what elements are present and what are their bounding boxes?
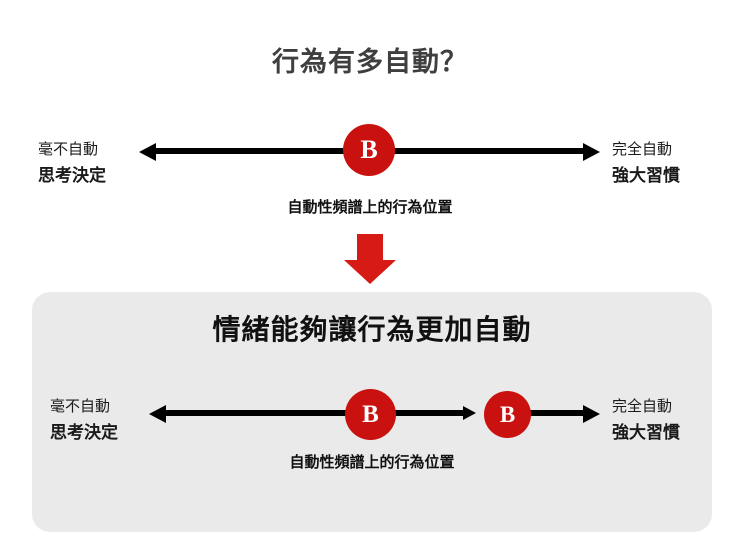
bottom-behavior-node-2-label: B (499, 402, 516, 427)
top-left-end-label: 毫不自動 思考決定 (38, 141, 106, 185)
emotion-panel-heading: 情緒能夠讓行為更加自動 (212, 313, 532, 346)
bottom-left-label-primary: 毫不自動 (50, 397, 111, 415)
bottom-right-label-secondary: 強大習慣 (612, 422, 680, 443)
top-spectrum: 毫不自動 思考決定 完全自動 強大習慣 B 自動性頻譜上的行為位置 (0, 0, 740, 225)
bottom-behavior-node-1[interactable]: B (345, 389, 396, 440)
top-axis-left-arrowhead (139, 143, 156, 161)
bottom-left-label-secondary: 思考決定 (50, 422, 118, 443)
top-spectrum-caption: 自動性頻譜上的行為位置 (287, 198, 453, 216)
down-arrow-icon (344, 234, 396, 284)
page-title: 行為有多自動？ (272, 47, 468, 78)
top-right-label-primary: 完全自動 (612, 140, 673, 158)
top-left-label-secondary: 思考決定 (38, 165, 106, 186)
top-behavior-node-1[interactable]: B (343, 124, 395, 176)
down-arrow-head (344, 260, 396, 284)
bottom-behavior-node-1-label: B (362, 401, 379, 428)
top-right-label-secondary: 強大習慣 (612, 165, 680, 186)
top-behavior-node-1-label: B (360, 135, 378, 164)
top-right-end-label: 完全自動 強大習慣 (612, 141, 680, 185)
bottom-left-end-label: 毫不自動 思考決定 (50, 398, 118, 442)
top-left-label-primary: 毫不自動 (38, 140, 99, 158)
down-arrow-shaft (357, 234, 383, 260)
bottom-behavior-node-2[interactable]: B (484, 391, 531, 438)
top-axis-right-arrowhead (583, 143, 600, 161)
bottom-right-label-primary: 完全自動 (612, 397, 673, 415)
bottom-right-end-label: 完全自動 強大習慣 (612, 398, 680, 442)
